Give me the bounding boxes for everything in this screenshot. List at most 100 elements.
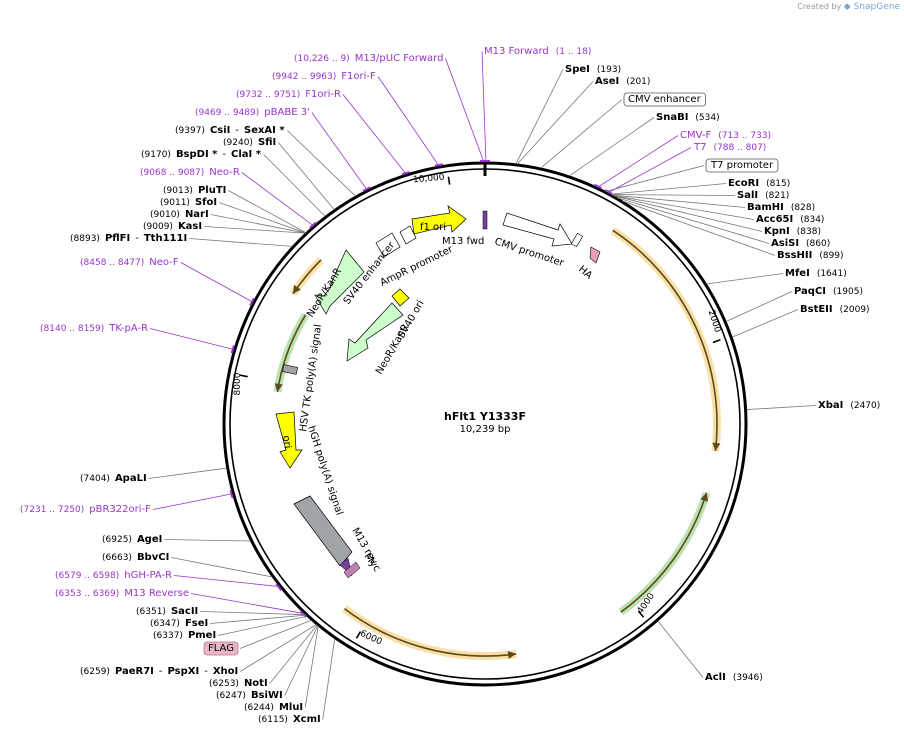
map-label-hghpa[interactable]: (6579 .. 6598)hGH-PA-R [55,570,172,581]
label-text: (6353 .. 6369)M13 Reverse [55,588,189,599]
map-label-sacii[interactable]: (6351)SacII [136,606,198,617]
leader-line [658,621,703,678]
feature-f1-ori[interactable]: f1 ori [412,206,466,234]
label-text: MfeI(1641) [785,268,847,279]
map-label-f1ori-r[interactable]: (9732 .. 9751)F1ori-R [236,89,341,100]
map-label-ecori[interactable]: EcoRI(815) [728,178,790,189]
map-label-csii[interactable]: (9397)CsiI-SexAI * [175,125,285,136]
orf-arc-5[interactable] [275,315,306,392]
label-part-text: MluI [279,702,303,713]
map-label-tkpa[interactable]: (8140 .. 8159)TK-pA-R [40,323,148,334]
orf-arc-1[interactable] [613,230,721,451]
map-label-xcmi[interactable]: (6115)XcmI [258,714,321,725]
map-label-cmvf[interactable]: CMV-F(713 .. 733) [680,130,771,141]
label-part-text: PmeI [188,630,216,641]
label-part-text: AseI [595,76,619,87]
map-label-cmvenh[interactable]: CMV enhancer [624,93,706,106]
map-label-nari[interactable]: (9010)NarI [150,209,209,220]
map-label-kpni[interactable]: KpnI(838) [764,226,821,237]
map-label-bspdi[interactable]: (9170)BspDI *-ClaI * [141,149,262,160]
map-label-f1ori-f[interactable]: (9942 .. 9963)F1ori-F [272,71,376,82]
map-label-pluti[interactable]: (9013)PluTI [163,185,226,196]
label-part-coord: (9009) [143,222,173,232]
label-part-coord: (899) [819,251,843,261]
map-label-mfei[interactable]: MfeI(1641) [785,268,847,279]
label-part-text: F1ori-R [305,89,341,100]
label-part-text: T7 promoter [710,160,774,171]
map-label-flag[interactable]: FLAG [204,642,238,655]
label-part-text: XbaI [818,400,843,411]
feature-hgh-polya[interactable]: hGH poly(A) signal [294,425,352,566]
label-text: (8140 .. 8159)TK-pA-R [40,323,148,334]
label-text: (9732 .. 9751)F1ori-R [236,89,341,100]
map-label-snabi[interactable]: SnaBI(534) [656,112,720,123]
feature-neor-kanr-2[interactable]: NeoR/KanR [347,303,412,377]
map-label-noti[interactable]: (6253)NotI [209,678,268,689]
map-label-m13rev[interactable]: (6353 .. 6369)M13 Reverse [55,588,189,599]
map-label-paer7i[interactable]: (6259)PaeR7I-PspXI-XhoI [80,666,238,677]
map-label-fsei[interactable]: (6347)FseI [150,618,208,629]
label-part-coord: (9011) [160,198,190,208]
label-part-coord: (1 .. 18) [556,47,592,57]
map-label-spei[interactable]: SpeI(193) [565,64,621,75]
map-label-agei[interactable]: (6925)AgeI [102,534,162,545]
label-part-text: M13/pUC Forward [355,53,444,64]
feature-cmv-promoter[interactable]: CMV promoter [493,213,583,269]
label-text: EcoRI(815) [728,178,790,189]
label-part-text: Acc65I [756,214,793,225]
label-text: SalI(821) [737,190,789,201]
label-part-text: CsiI [210,125,230,136]
feature-ori[interactable]: ori [276,412,302,468]
orf-arc-4[interactable] [293,260,321,294]
map-label-mlui[interactable]: (6244) MluI [244,702,303,713]
map-label-neo-f[interactable]: (8458 .. 8477)Neo-F [80,257,179,268]
map-label-sfoi[interactable]: (9011)SfoI [160,197,217,208]
label-part-text: Neo-R [209,167,240,178]
primer-mark [435,164,443,165]
map-label-t7[interactable]: T7(788 .. 807) [693,142,766,153]
map-label-asei[interactable]: AseI(201) [595,76,650,87]
label-part-text: PaeR7I [115,666,154,677]
map-label-pbabe3[interactable]: (9469 .. 9489)pBABE 3' [195,107,310,118]
map-label-bamhi[interactable]: BamHI(828) [747,202,815,213]
map-label-m13fwd-primer[interactable]: M13 Forward(1 .. 18) [484,46,591,57]
map-label-kasi[interactable]: (9009)KasI [143,221,202,232]
label-text: (9013)PluTI [163,185,226,196]
map-label-pbr322[interactable]: (7231 .. 7250)pBR322ori-F [20,504,151,515]
label-text: (9010)NarI [150,209,209,220]
map-label-bsteii[interactable]: BstEII(2009) [800,304,870,315]
leader-line [612,195,745,207]
credit-prefix: Created by [797,2,841,11]
map-label-acc65i[interactable]: Acc65I(834) [756,214,824,225]
map-label-sali[interactable]: SalI(821) [737,190,789,201]
label-part-coord: (6244) [244,703,274,713]
map-label-sfii[interactable]: (9240)SfiI [223,137,276,148]
orf-arc-2[interactable] [621,493,708,612]
map-label-bsshii[interactable]: BssHII(899) [777,250,844,261]
label-part-text: SnaBI [656,112,688,123]
leader-line [153,494,232,510]
leader-line [264,155,325,217]
label-part-text: pBABE 3' [264,107,310,118]
label-part-text: T7 [693,142,706,153]
map-label-xbai[interactable]: XbaI(2470) [818,400,880,411]
label-text: M13 Forward(1 .. 18) [484,46,591,57]
map-label-m13puc[interactable]: (10,226 .. 9)M13/pUC Forward [294,53,443,64]
map-label-apali[interactable]: (7404)ApaLI [80,473,147,484]
leader-line [149,468,227,478]
map-label-pmei[interactable]: (6337)PmeI [153,630,216,641]
map-label-paqci[interactable]: PaqCI(1905) [794,286,863,297]
label-part-text: F1ori-F [341,71,376,82]
map-label-bbvci[interactable]: (6663)BbvCI [102,552,169,563]
map-label-asisi[interactable]: AsiSI(860) [771,238,830,249]
map-label-acli[interactable]: AclI(3946) [705,672,763,683]
leader-line [343,95,406,175]
label-text: CMV enhancer [628,94,702,105]
map-label-t7prom[interactable]: T7 promoter [706,159,778,172]
map-label-pflfi[interactable]: (8893)PflFI-Tth111I [70,233,187,244]
label-text: (6663)BbvCI [102,552,169,563]
label-part-coord: (9170) [141,150,171,160]
map-label-bsiwi[interactable]: (6247)BsiWI [216,690,283,701]
feature-ha[interactable]: HA [576,247,600,282]
map-label-neo-r[interactable]: (9068 .. 9087)Neo-R [140,167,240,178]
